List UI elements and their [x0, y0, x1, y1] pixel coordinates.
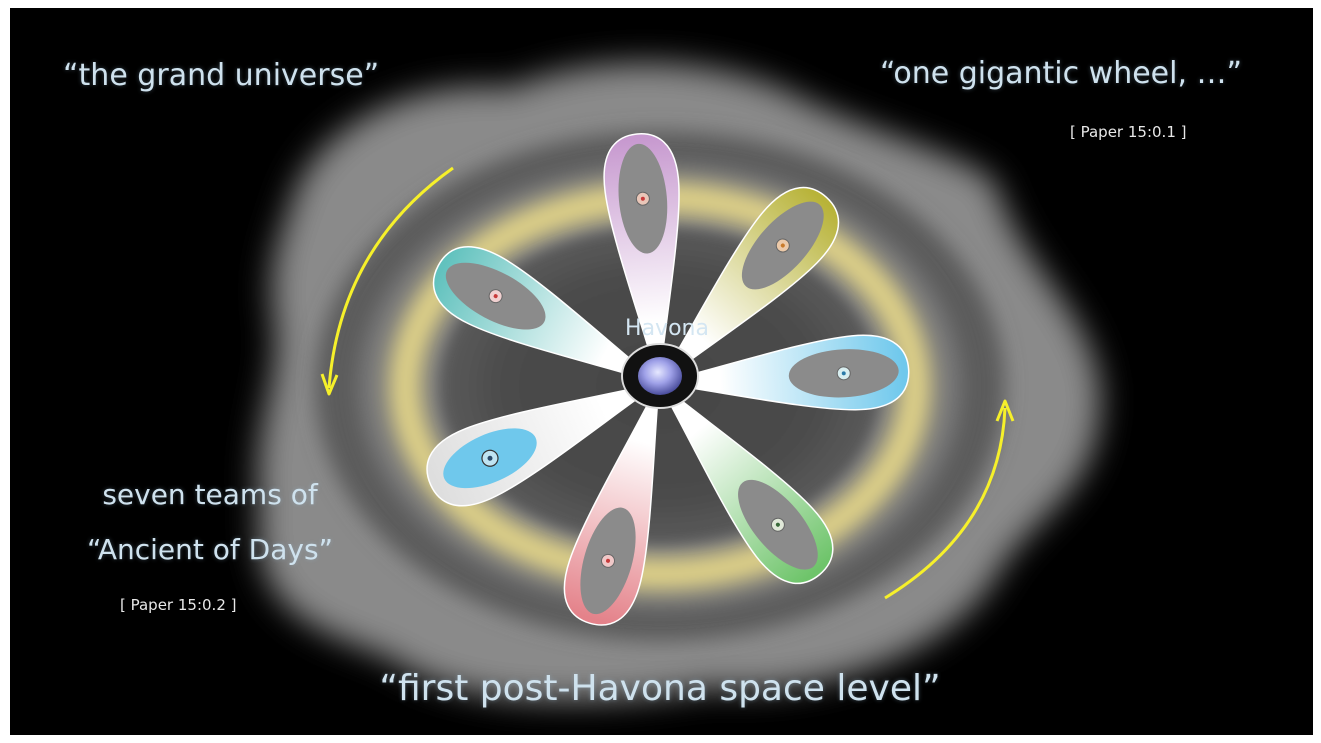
title-grand-universe: “the grand universe” [63, 58, 380, 93]
label-ancient-of-days: “Ancient of Days” [86, 533, 334, 566]
rotation-arrow-left [320, 166, 454, 396]
petal-upper-left [432, 245, 660, 384]
petal-bottom [563, 382, 660, 626]
petal-left [426, 382, 660, 507]
havona-label: Havona [625, 316, 709, 341]
label-first-post-havona: “first post-Havona space level” [379, 668, 941, 709]
petal-group [426, 133, 910, 626]
petal-top [603, 133, 680, 384]
title-gigantic-wheel: “one gigantic wheel, …” [880, 56, 1243, 91]
citation-paper-15-0-2: [ Paper 15:0.2 ] [120, 596, 237, 614]
diagram-slide: Havona “the grand universe” “one giganti… [10, 8, 1313, 735]
petal-lower-right [658, 382, 834, 585]
havona-core [638, 357, 682, 395]
citation-paper-15-0-1: [ Paper 15:0.1 ] [1070, 123, 1187, 141]
petal-right [658, 334, 910, 411]
rotation-arrow-right [884, 399, 1015, 600]
petal-upper-right [658, 186, 840, 384]
label-seven-teams: seven teams of [102, 478, 318, 511]
grand-universe-diagram: Havona [257, 62, 1101, 701]
